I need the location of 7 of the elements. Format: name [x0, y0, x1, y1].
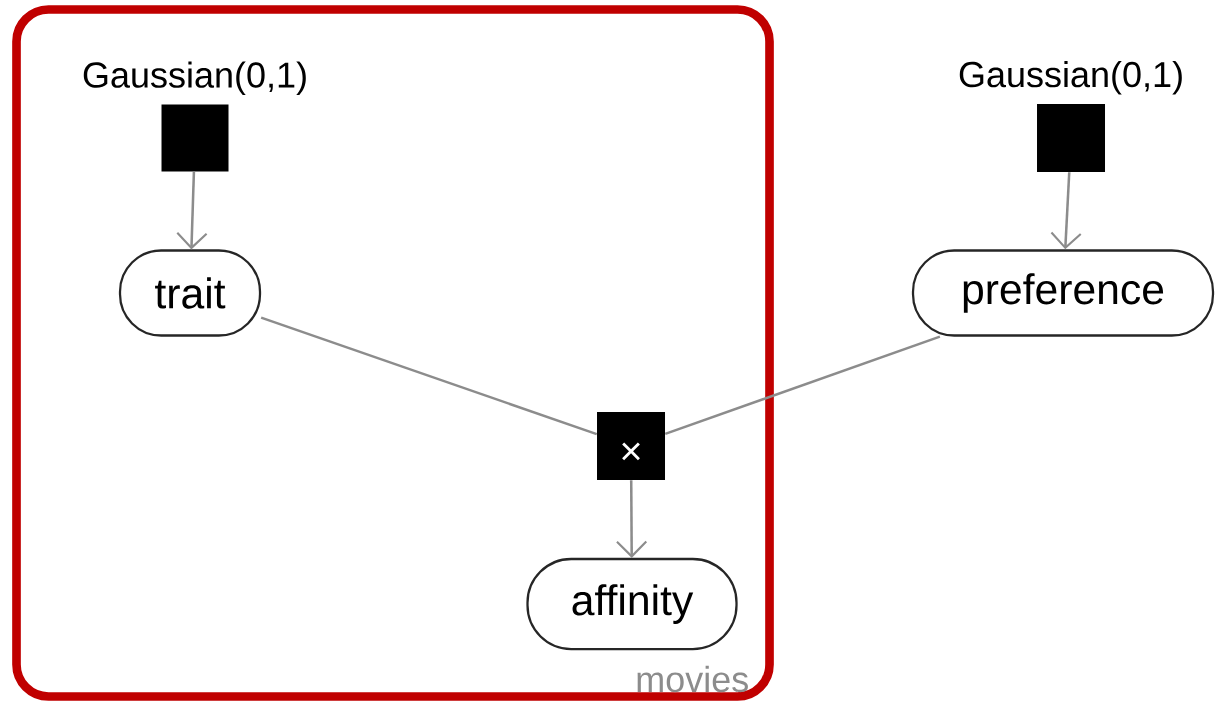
product-factor: ×	[597, 412, 665, 480]
arrow	[1050, 172, 1082, 250]
factor-label: Gaussian(0,1)	[959, 60, 1182, 95]
plate-label: movies	[637, 665, 748, 693]
factor-label: Gaussian(0,1)	[83, 61, 306, 95]
arrow	[176, 171, 208, 250]
arrow	[616, 480, 648, 558]
